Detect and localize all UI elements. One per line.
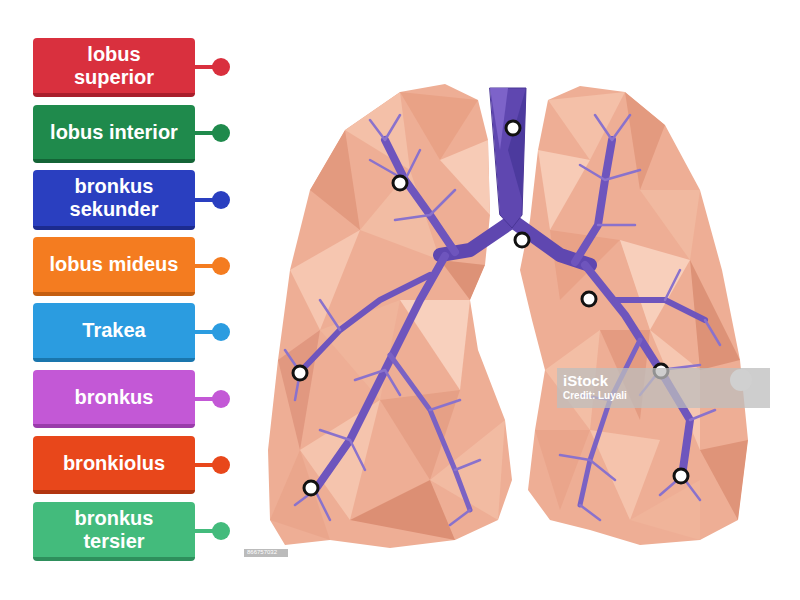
target-dot (304, 481, 318, 495)
label-box: bronkiolus (33, 436, 195, 494)
target-dot (293, 366, 307, 380)
bronchus-branch (390, 355, 470, 510)
facet (270, 450, 330, 540)
label-text: bronkiolus (63, 452, 165, 475)
label-box: lobus superior (33, 38, 195, 97)
trachea (490, 88, 526, 228)
trachea-facet (490, 88, 508, 150)
target-markers (293, 121, 688, 495)
stub-dot (212, 390, 230, 408)
bronchus-branch (315, 256, 445, 490)
label-stubs (195, 58, 230, 540)
label-text: Trakea (82, 319, 145, 342)
bronchus-branch (300, 275, 430, 372)
watermark-logo (730, 369, 752, 391)
facet (278, 330, 320, 450)
label-text: bronkus tersier (54, 507, 174, 553)
watermark-text: iStock (563, 372, 608, 389)
watermark-band (557, 368, 770, 408)
stub-dot (212, 323, 230, 341)
lung-shape (268, 84, 512, 548)
label-box: lobus mideus (33, 237, 195, 296)
label-text: bronkus sekunder (54, 175, 174, 221)
bronchus-branch (615, 300, 705, 320)
stub-dot (212, 58, 230, 76)
twig (560, 115, 720, 520)
facet (310, 130, 360, 230)
label-text: lobus interior (50, 121, 178, 144)
trachea-facet (508, 88, 526, 200)
stub-dot (212, 191, 230, 209)
label-box: bronkus sekunder (33, 170, 195, 230)
facet (440, 260, 485, 300)
label-box: bronkus (33, 370, 195, 428)
facet (350, 480, 455, 540)
target-dot (515, 233, 529, 247)
bronchial-tree (285, 88, 720, 525)
facet (538, 150, 590, 230)
watermark (244, 368, 770, 557)
facet (630, 480, 700, 540)
target-dot (674, 469, 688, 483)
twig (285, 115, 480, 525)
bronchus-branch (385, 140, 455, 252)
right-lung (520, 86, 748, 545)
label-text: bronkus (75, 386, 154, 409)
target-dot (582, 292, 596, 306)
label-text: lobus mideus (50, 253, 179, 276)
facet (700, 440, 748, 520)
label-box: lobus interior (33, 105, 195, 163)
facet (625, 92, 665, 190)
stub-dot (212, 522, 230, 540)
stub-dot (212, 124, 230, 142)
target-dot (506, 121, 520, 135)
label-text: lobus superior (59, 43, 169, 89)
facet (590, 430, 660, 520)
stub-dot (212, 257, 230, 275)
bronchus-branch (580, 340, 640, 505)
left-lung (268, 84, 512, 548)
watermark-text: Credit: Luyali (563, 390, 627, 401)
stub-dot (212, 456, 230, 474)
target-dot (393, 176, 407, 190)
bronchus-branch (575, 140, 612, 262)
watermark-id-box (244, 549, 288, 557)
facet (290, 230, 360, 330)
label-box: Trakea (33, 303, 195, 362)
lung-facets (270, 92, 505, 540)
facet (440, 140, 490, 215)
watermark-text: 866757032 (247, 549, 277, 555)
lung-shape (520, 86, 748, 545)
label-box: bronkus tersier (33, 502, 195, 561)
lung-facets (535, 92, 748, 540)
